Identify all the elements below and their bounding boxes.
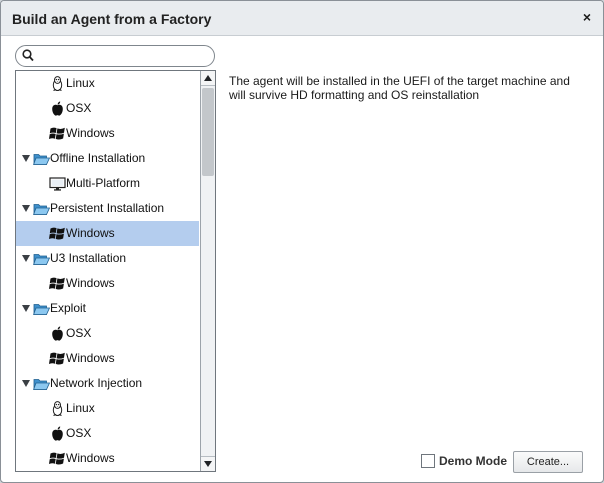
tree-item-label: Multi-Platform: [66, 176, 141, 190]
tree-folder-row[interactable]: Exploit: [16, 296, 199, 321]
apple-icon: [49, 425, 66, 442]
folder-open-icon: [33, 250, 51, 267]
tree-item-label: Linux: [66, 76, 95, 90]
tree-item-row[interactable]: Windows: [16, 446, 199, 471]
tree-item-label: U3 Installation: [50, 251, 127, 265]
dialog-title: Build an Agent from a Factory: [12, 11, 212, 27]
tree-item-label: Windows: [66, 226, 115, 240]
linux-penguin-icon: [49, 400, 66, 417]
agent-description: The agent will be installed in the UEFI …: [229, 74, 570, 102]
windows-icon: [49, 225, 66, 242]
tree-item-label: Windows: [66, 276, 115, 290]
tree-item-label: Linux: [66, 401, 95, 415]
tree-item-row[interactable]: OSX: [16, 421, 199, 446]
monitor-icon: [49, 175, 66, 192]
demo-mode-label: Demo Mode: [439, 454, 508, 468]
tree-item-label: OSX: [66, 326, 92, 340]
search-icon: [22, 49, 34, 65]
tree-item-row[interactable]: Windows: [16, 271, 199, 296]
tree-item-row[interactable]: Windows: [16, 346, 199, 371]
tree-item-row[interactable]: Windows: [16, 121, 199, 146]
scroll-up-button[interactable]: [201, 71, 215, 86]
tree-item-label: Persistent Installation: [50, 201, 165, 215]
windows-icon: [49, 450, 66, 467]
search-field[interactable]: [15, 45, 215, 67]
tree-item-label: Offline Installation: [50, 151, 146, 165]
tree-folder-row[interactable]: Offline Installation: [16, 146, 199, 171]
tree-item-row[interactable]: Linux: [16, 396, 199, 421]
tree-item-row[interactable]: OSX: [16, 321, 199, 346]
dialog-titlebar: Build an Agent from a Factory ×: [1, 1, 603, 36]
windows-icon: [49, 125, 66, 142]
arrow-down-icon: [204, 461, 212, 467]
arrow-up-icon: [204, 75, 212, 81]
tree-item-label: OSX: [66, 426, 92, 440]
tree-item-label: Exploit: [50, 301, 87, 315]
tree-item-row[interactable]: Windows: [16, 221, 199, 246]
scroll-thumb[interactable]: [202, 88, 214, 176]
demo-mode-checkbox[interactable]: [421, 454, 435, 468]
tree-item-row[interactable]: OSX: [16, 96, 199, 121]
expand-arrow-icon[interactable]: [22, 255, 30, 262]
tree-item-label: Network Injection: [50, 376, 143, 390]
windows-icon: [49, 275, 66, 292]
folder-open-icon: [33, 200, 51, 217]
expand-arrow-icon[interactable]: [22, 155, 30, 162]
expand-arrow-icon[interactable]: [22, 380, 30, 387]
apple-icon: [49, 100, 66, 117]
folder-open-icon: [33, 300, 51, 317]
windows-icon: [49, 350, 66, 367]
tree-item-label: Windows: [66, 126, 115, 140]
tree-folder-row[interactable]: Network Injection: [16, 371, 199, 396]
tree-folder-row[interactable]: U3 Installation: [16, 246, 199, 271]
folder-open-icon: [33, 375, 51, 392]
tree-item-label: OSX: [66, 101, 92, 115]
scroll-down-button[interactable]: [201, 456, 215, 471]
apple-icon: [49, 325, 66, 342]
search-input[interactable]: [38, 48, 206, 63]
linux-penguin-icon: [49, 75, 66, 92]
create-button[interactable]: Create...: [513, 451, 583, 473]
tree-item-row[interactable]: Multi-Platform: [16, 171, 199, 196]
tree-item-row[interactable]: Linux: [16, 71, 199, 96]
tree-item-label: Windows: [66, 451, 115, 465]
expand-arrow-icon[interactable]: [22, 305, 30, 312]
folder-open-icon: [33, 150, 51, 167]
close-icon[interactable]: ×: [582, 9, 592, 25]
tree-item-label: Windows: [66, 351, 115, 365]
expand-arrow-icon[interactable]: [22, 205, 30, 212]
tree-scrollbar[interactable]: [200, 71, 215, 471]
tree-folder-row[interactable]: Persistent Installation: [16, 196, 199, 221]
